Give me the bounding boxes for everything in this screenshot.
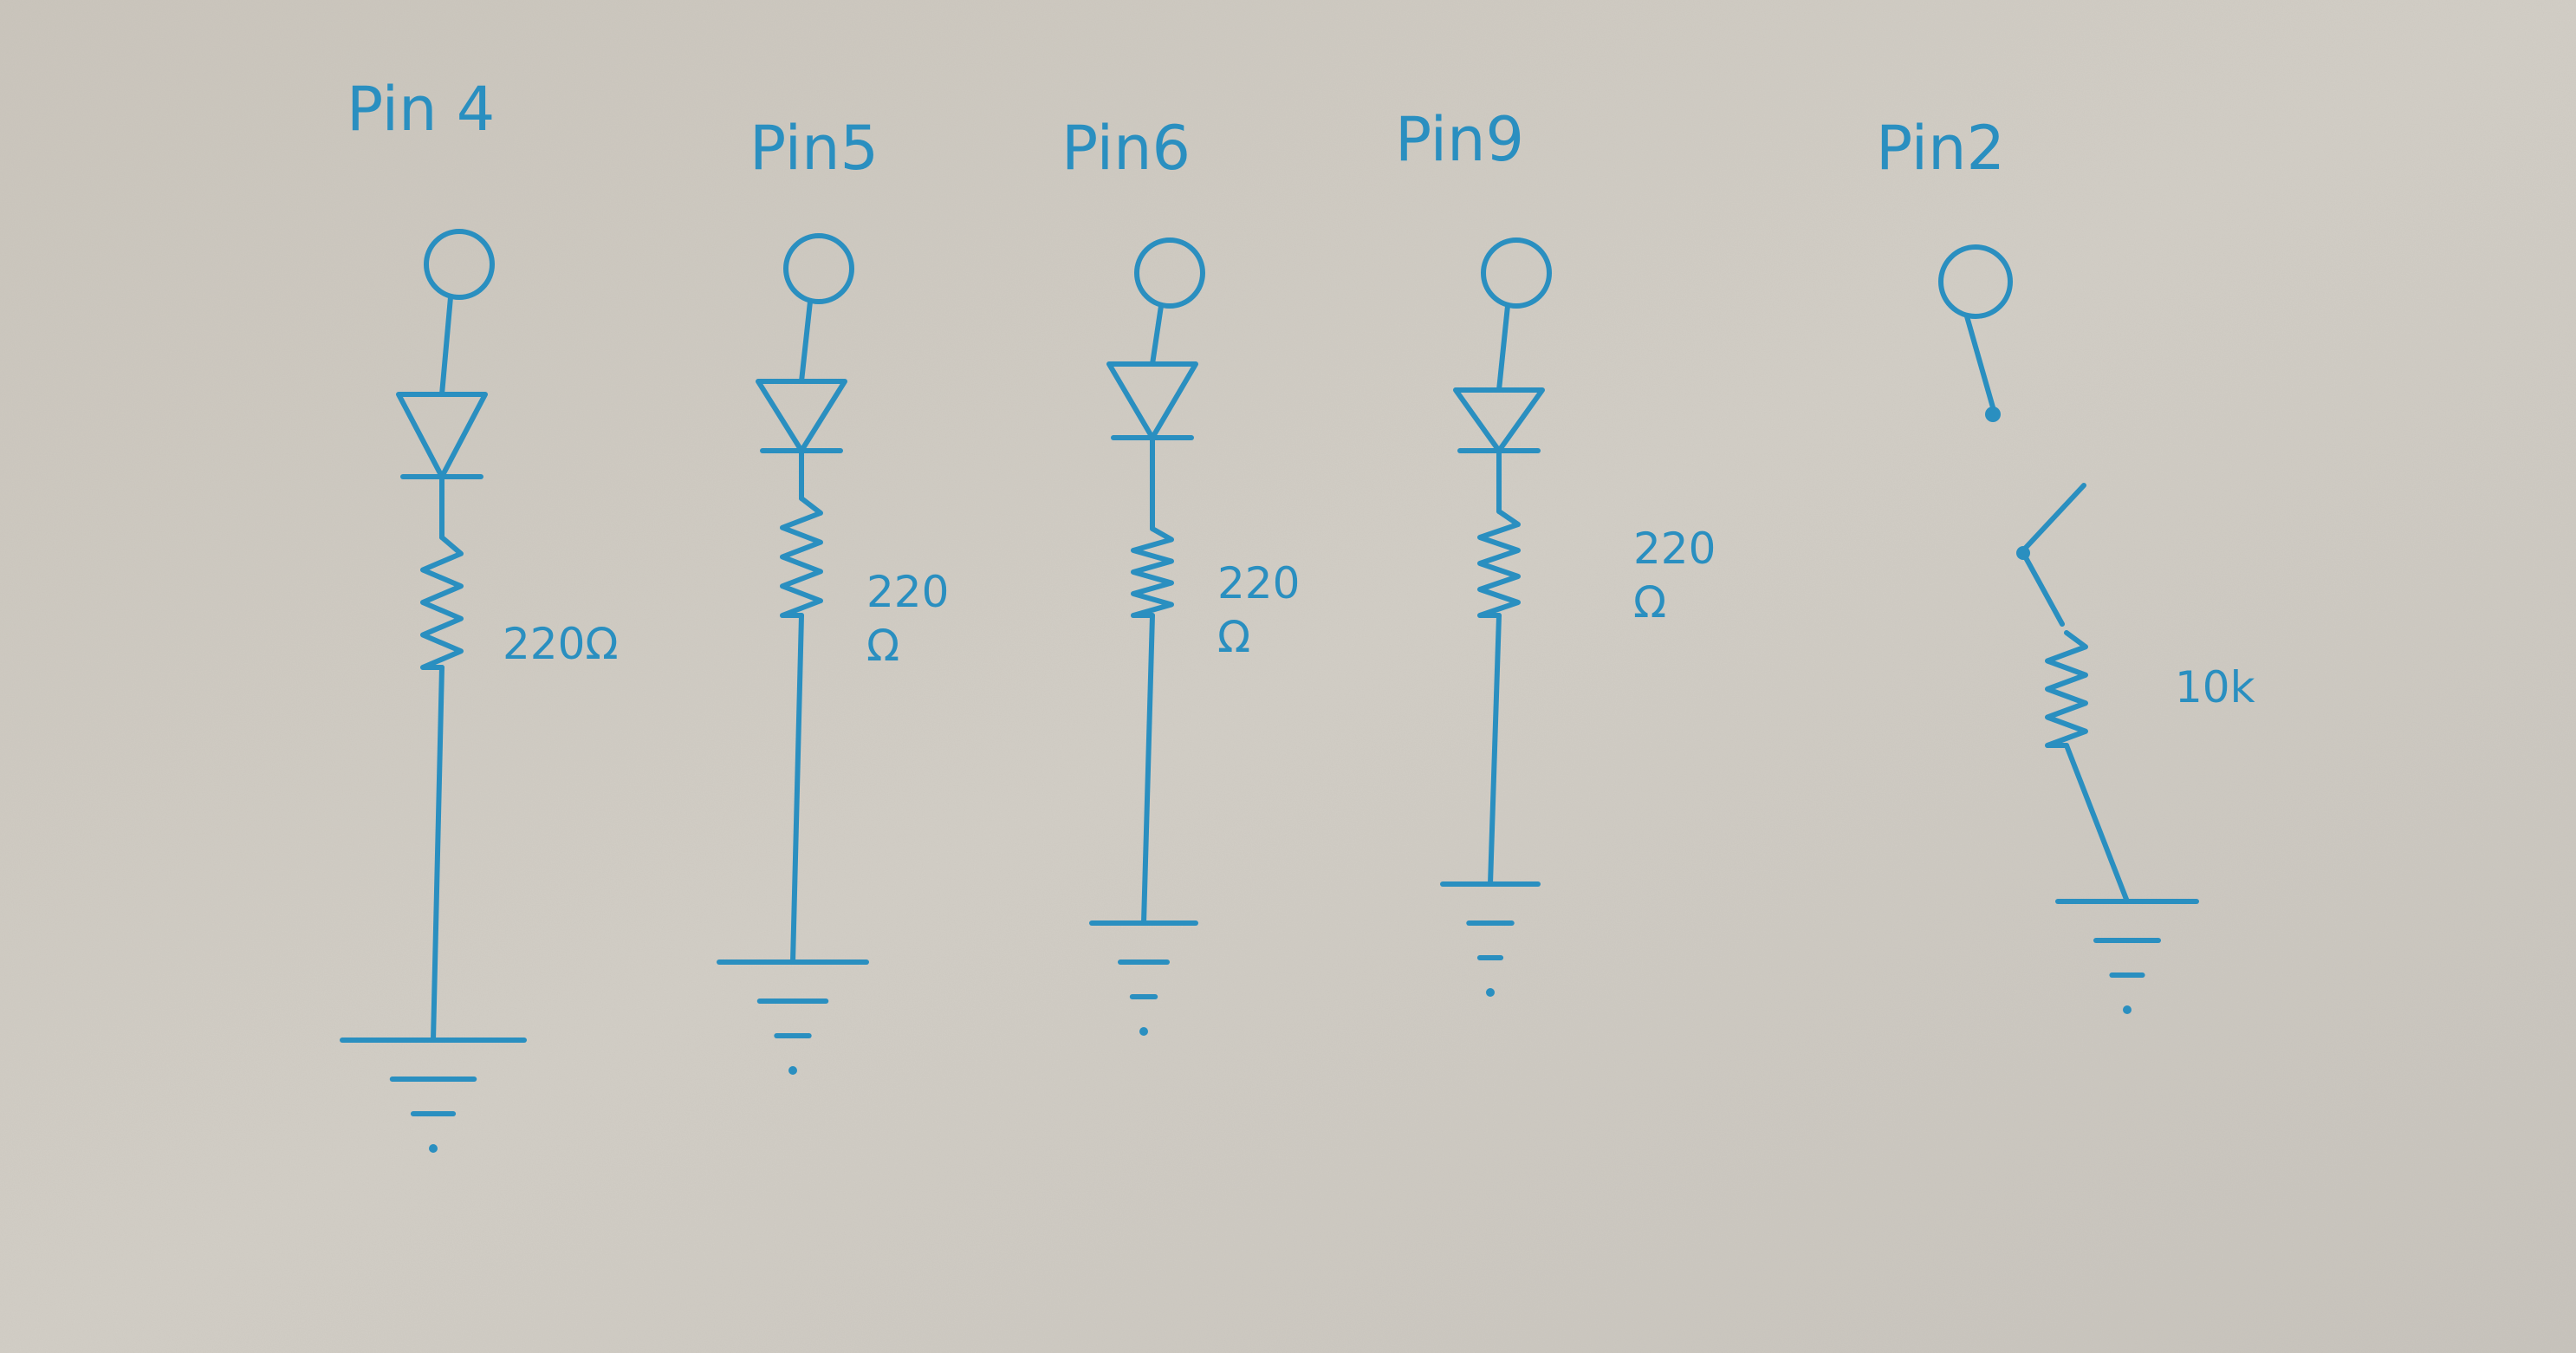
resistor-symbol: [1131, 526, 1174, 618]
pin-label: Pin2: [1876, 113, 2005, 184]
wire: [2021, 550, 2065, 627]
led-diode-symbol: [1106, 361, 1198, 440]
resistor-symbol: [780, 496, 823, 618]
ground-symbol: [1089, 920, 1198, 1036]
switch-lever: [2021, 483, 2086, 553]
ground-dot: [1139, 1027, 1148, 1036]
resistor-symbol: [2045, 630, 2088, 748]
wire: [799, 299, 813, 384]
led-diode-symbol: [756, 379, 847, 453]
ground-symbol: [717, 959, 869, 1075]
resistor-symbol: [1477, 509, 1521, 618]
ground-dot: [2123, 1005, 2132, 1014]
wire: [431, 665, 444, 1043]
pin-label: Pin9: [1395, 104, 1524, 175]
led-diode-symbol: [1453, 387, 1545, 453]
pin-terminal: [1134, 237, 1205, 309]
pin-terminal: [1938, 244, 2013, 319]
pin-label: Pin6: [1061, 113, 1191, 184]
pin-terminal: [424, 229, 495, 300]
ground-symbol: [1440, 881, 1541, 997]
circuit-pin2: Pin2 10k: [1876, 113, 2255, 1014]
pin-label: Pin5: [749, 113, 879, 184]
switch-contact: [1985, 407, 2001, 422]
resistor-value-line: 220Ω: [503, 619, 619, 669]
resistor-value-line: Ω: [1217, 612, 1250, 662]
resistor-value-line: 220: [866, 567, 949, 617]
wire: [1150, 303, 1164, 367]
pin-label: Pin 4: [347, 74, 495, 145]
ground-dot: [1486, 988, 1495, 997]
ground-symbol: [340, 1038, 527, 1153]
circuit-pin4: Pin 4 220Ω: [340, 74, 619, 1153]
resistor-value-line: Ω: [866, 621, 899, 671]
wire: [790, 613, 804, 965]
wire: [2064, 743, 2130, 904]
resistor-value-label: 10k: [2175, 662, 2255, 712]
led-diode-symbol: [396, 392, 488, 479]
resistor-value-line: 220: [1217, 558, 1300, 608]
resistor-value-label: 220Ω: [503, 619, 619, 669]
ground-dot: [788, 1066, 797, 1075]
wire: [1488, 613, 1502, 887]
wire: [1964, 314, 1995, 410]
pin-terminal: [1481, 237, 1552, 309]
resistor-value-line: 220: [1633, 524, 1716, 574]
resistor-symbol: [420, 535, 464, 670]
wire: [1496, 303, 1510, 393]
pin-terminal: [783, 233, 854, 304]
wire: [439, 295, 453, 397]
wire: [1141, 613, 1155, 926]
ground-dot: [429, 1144, 438, 1153]
resistor-value-line: 10k: [2175, 662, 2255, 712]
resistor-value-line: Ω: [1633, 577, 1666, 628]
ground-symbol: [2055, 899, 2199, 1014]
